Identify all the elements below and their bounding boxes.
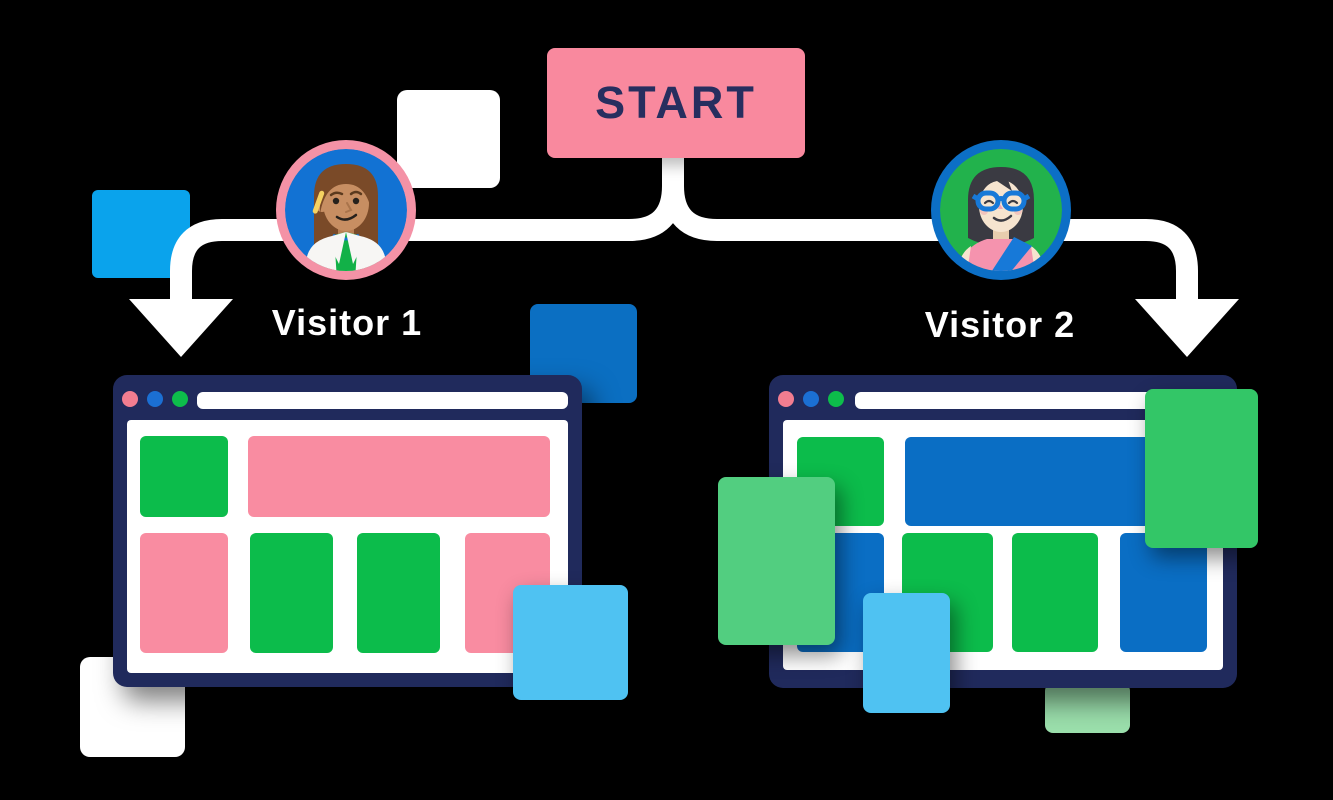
- content-block-4: [250, 533, 333, 653]
- address-bar: [855, 392, 1210, 409]
- pink-dot-icon: [122, 391, 138, 407]
- content-block-5: [357, 533, 440, 653]
- content-block-3: [140, 533, 228, 653]
- green-dot-icon: [172, 391, 188, 407]
- sea-green-rect: [718, 477, 835, 645]
- blue-dot-icon: [147, 391, 163, 407]
- content-block-5: [1012, 533, 1098, 652]
- light-blue-square-left: [513, 585, 628, 700]
- green-dot-icon: [828, 391, 844, 407]
- content-block-2: [248, 436, 550, 517]
- green-rect-top-right: [1145, 389, 1258, 548]
- blue-dot-icon: [803, 391, 819, 407]
- arrow-down-right-icon: [1135, 299, 1239, 357]
- content-block-6: [1120, 533, 1207, 652]
- pale-green-rect-bottom: [1045, 683, 1130, 733]
- light-blue-rect-right: [863, 593, 950, 713]
- arrow-down-left-icon: [129, 299, 233, 357]
- visitor-1-page: [113, 375, 582, 687]
- content-block-1: [140, 436, 228, 517]
- address-bar: [197, 392, 568, 409]
- page-content: [127, 420, 568, 673]
- pink-dot-icon: [778, 391, 794, 407]
